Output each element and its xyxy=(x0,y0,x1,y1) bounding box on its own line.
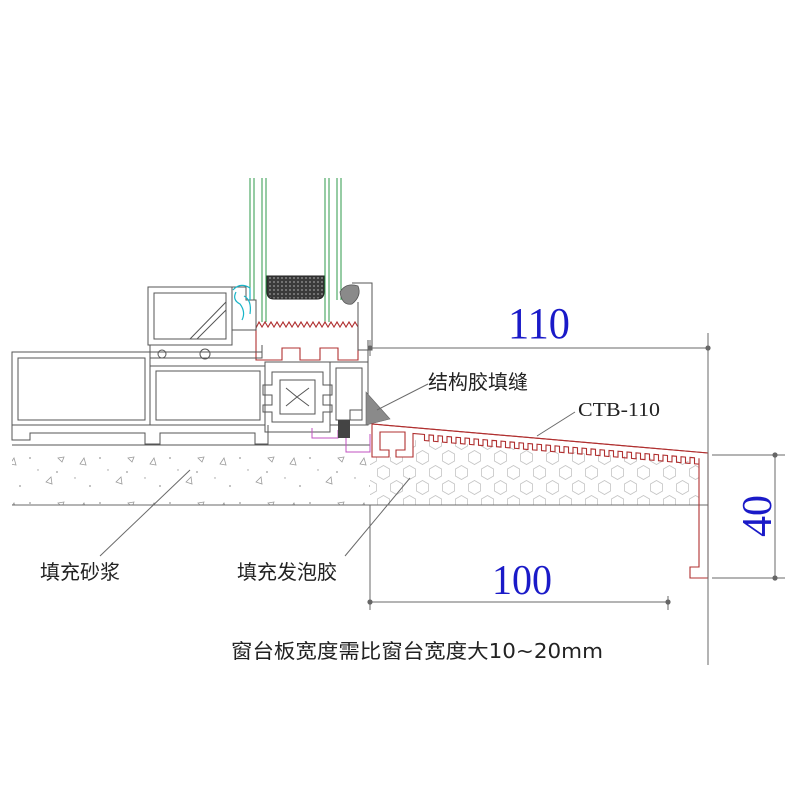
leader-mortar-fill xyxy=(99,469,191,557)
note-sill-width: 窗台板宽度需比窗台宽度大10~20mm xyxy=(231,639,603,663)
mortar-fill-region xyxy=(12,445,370,505)
structural-glue-seal xyxy=(365,391,391,426)
dimension-110-label: 110 xyxy=(508,299,570,348)
dimension-100: 100 xyxy=(367,505,671,610)
sash-profile xyxy=(147,282,373,360)
glazing-gasket xyxy=(232,284,251,321)
sill-board-ctb-110 xyxy=(371,423,709,579)
dimension-40: 40 xyxy=(712,452,785,581)
sill-connector-clip xyxy=(311,420,371,453)
setting-block xyxy=(255,320,359,361)
label-sill-model: CTB-110 xyxy=(578,399,660,421)
leader-foam-fill xyxy=(344,477,411,557)
window-frame-profile xyxy=(11,340,370,446)
glass-spacer xyxy=(266,275,325,300)
label-structural-glue: 结构胶填缝 xyxy=(428,370,528,394)
dimension-40-label: 40 xyxy=(735,495,781,537)
dimension-100-label: 100 xyxy=(492,558,552,604)
foam-fill-region xyxy=(370,440,699,505)
leader-structural-glue xyxy=(376,383,429,411)
sill-board-top-surface xyxy=(371,423,709,454)
glass-panes xyxy=(249,178,342,322)
dimension-110: 110 xyxy=(367,299,711,356)
leader-sill-model xyxy=(536,411,576,437)
label-mortar-fill: 填充砂浆 xyxy=(40,560,120,584)
label-foam-fill: 填充发泡胶 xyxy=(237,560,337,584)
